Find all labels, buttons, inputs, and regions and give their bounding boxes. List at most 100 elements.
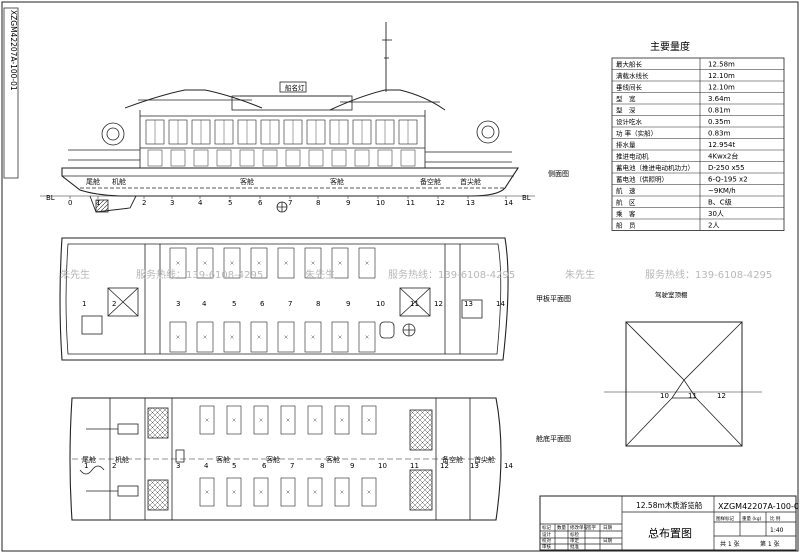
param-label: 乘 客 xyxy=(616,209,636,218)
frame-number: 5 xyxy=(228,199,232,207)
watermark-hotline: 服务热线：139-6108-4295 xyxy=(645,268,772,281)
title-block-date: 日期 xyxy=(603,538,612,544)
param-label: 船 员 xyxy=(616,221,636,230)
frame-number: 11 xyxy=(406,199,415,207)
param-label: 功 率（实船） xyxy=(616,129,657,138)
deck-plan-label: 甲板平面图 xyxy=(536,294,571,303)
hold-room-label: 尾舱 xyxy=(82,455,96,464)
param-label: 航 区 xyxy=(616,198,636,207)
plan-row-number: 2 xyxy=(112,300,116,308)
plan-row-number: 14 xyxy=(496,300,505,308)
frame-number: 7 xyxy=(288,199,292,207)
drawing-number: XZGM42207A-100-01 xyxy=(718,502,800,511)
plan-row-number: 3 xyxy=(176,462,180,470)
title-block-header: 数量 xyxy=(557,524,566,531)
frame-number: 13 xyxy=(466,199,475,207)
plan-row-number: 1 xyxy=(82,300,86,308)
stage-header: 重量 (kg) xyxy=(742,515,762,522)
param-label: 满载水线长 xyxy=(616,71,649,80)
param-value: 4Kwx2台 xyxy=(708,152,738,161)
drawing-scale: 1:40 xyxy=(770,527,784,534)
param-value: 3.64m xyxy=(708,95,731,103)
vertical-drawing-number-text: XZGM42207A-100-01 xyxy=(9,10,18,91)
plan-row-number: 4 xyxy=(202,300,207,308)
plan-row-number: 2 xyxy=(112,462,116,470)
watermark-name: 朱先生 xyxy=(60,268,90,281)
frame-number: 10 xyxy=(376,199,385,207)
title-block-role: 审核 xyxy=(542,543,551,550)
frame-number: 9 xyxy=(346,199,350,207)
frame-number: 6 xyxy=(258,199,263,207)
vertical-drawing-number: XZGM42207A-100-01 xyxy=(3,7,19,179)
watermark-hotline: 服务热线：139-6108-4295 xyxy=(136,268,263,281)
title-block-header: 修改单号 xyxy=(570,524,588,531)
plan-row-number: 12 xyxy=(434,300,443,308)
elevation-room-labels: 尾舱 机舱 客舱 客舱 备空舱 首尖舱 xyxy=(86,177,481,186)
hold-plan xyxy=(69,397,502,521)
plan-row-number: 8 xyxy=(320,462,324,470)
param-label: 蓄电池（供照明） xyxy=(616,175,668,184)
title-block-header: 标记 xyxy=(542,524,551,531)
elevation-room-label: 客舱 xyxy=(330,177,344,186)
elevation-room-label: 机舱 xyxy=(112,177,126,186)
plan-row-number: 7 xyxy=(288,300,292,308)
param-value: 0.35m xyxy=(708,118,731,126)
plan-row-number: 9 xyxy=(350,462,354,470)
elevation-label: 侧面图 xyxy=(548,169,569,178)
frame-number: 3 xyxy=(170,199,174,207)
plan-row-number: 10 xyxy=(378,462,387,470)
hold-room-label: 首尖舱 xyxy=(474,455,495,464)
plan-row-number: 3 xyxy=(176,300,180,308)
title-block-header: 签字 xyxy=(587,524,596,531)
frame-number: 1 xyxy=(96,199,100,207)
elevation-room-label: 客舱 xyxy=(240,177,254,186)
param-value: 2人 xyxy=(708,222,719,230)
stage-header: 图样标记 xyxy=(716,515,734,522)
param-value: 30人 xyxy=(708,210,724,218)
plan-row-number: 13 xyxy=(464,300,473,308)
plan-row-number: 5 xyxy=(232,300,236,308)
param-value: ~9KM/h xyxy=(708,187,736,195)
cabin-roof-number: 11 xyxy=(688,392,697,400)
frame-number: 14 xyxy=(504,199,513,207)
plan-row-number: 8 xyxy=(316,300,320,308)
cabin-roof-plan xyxy=(604,321,762,447)
plan-row-number: 9 xyxy=(346,300,350,308)
stage-header: 比 例 xyxy=(770,515,781,522)
plan-row-number: 1 xyxy=(84,462,88,470)
plan-row-number: 11 xyxy=(410,462,419,470)
hold-room-label: 备空舱 xyxy=(442,455,463,464)
elevation-room-label: 尾舱 xyxy=(86,177,100,186)
title-block-header: 日期 xyxy=(603,525,612,531)
param-value: D-250 x55 xyxy=(708,164,745,172)
plan-row-number: 6 xyxy=(260,300,265,308)
elevation-room-label: 备空舱 xyxy=(420,177,441,186)
param-value: 12.10m xyxy=(708,72,735,80)
frame-number: 12 xyxy=(436,199,445,207)
hold-room-label: 机舱 xyxy=(115,455,129,464)
param-value: 0.83m xyxy=(708,130,731,138)
side-elevation xyxy=(40,22,535,213)
cabin-roof-number: 10 xyxy=(660,392,669,400)
title-block-role: 批准 xyxy=(570,543,579,550)
plan-row-number: 11 xyxy=(410,300,419,308)
title-block xyxy=(539,495,797,551)
sheets-total: 共 1 张 xyxy=(720,540,740,548)
param-value: B、C级 xyxy=(708,198,732,207)
frame-number: 4 xyxy=(198,199,203,207)
plan-row-number: 6 xyxy=(262,462,267,470)
ship-name-sign: 船名灯 xyxy=(285,83,305,92)
watermark-name: 朱先生 xyxy=(565,268,595,281)
frame-number: 2 xyxy=(142,199,146,207)
elevation-room-label: 首尖舱 xyxy=(460,177,481,186)
param-label: 最大船长 xyxy=(616,60,643,69)
plan-row-number: 13 xyxy=(470,462,479,470)
sheet-number: 第 1 张 xyxy=(760,540,780,548)
title-block-headers: 标记 数量 修改单号 签字 日期 设计 校对 审核 标检 审定 批准 日期 图样… xyxy=(542,515,781,550)
hold-room-labels: 尾舱 机舱 客舱 客舱 客舱 备空舱 首尖舱 xyxy=(82,455,495,464)
